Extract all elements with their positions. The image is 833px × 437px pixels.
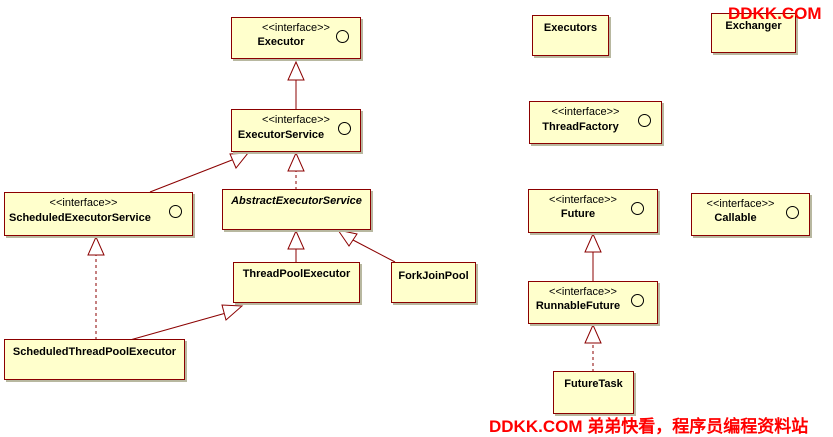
class-name: Executor xyxy=(257,36,305,48)
class-name: RunnableFuture xyxy=(535,300,621,312)
class-name: AbstractExecutorService xyxy=(231,195,362,207)
edge-executorservice-extends-executor xyxy=(287,60,305,110)
class-name: ThreadPoolExecutor xyxy=(242,268,351,280)
stereotype-label: <<interface>> xyxy=(262,114,330,126)
stereotype-label: <<interface>> xyxy=(549,286,617,298)
class-name: Exchanger xyxy=(725,20,782,32)
interface-circle-icon xyxy=(638,114,651,127)
class-name: Executors xyxy=(543,22,598,34)
edge-runnablefuture-extends-future xyxy=(584,232,602,282)
class-executor-service[interactable]: <<interface>> ExecutorService xyxy=(231,109,361,152)
class-exchanger[interactable]: Exchanger xyxy=(711,13,796,53)
edge-threadpoolexecutor-extends-abstractexecutorservice xyxy=(287,229,305,262)
edge-scheduledexecutorservice-extends-executorservice xyxy=(149,152,250,193)
class-future[interactable]: <<interface>> Future xyxy=(528,189,658,233)
stereotype-label: <<interface>> xyxy=(262,22,330,34)
interface-circle-icon xyxy=(631,202,644,215)
edge-scheduledthreadpoolexecutor-extends-threadpoolexecutor xyxy=(129,304,244,341)
class-name: ForkJoinPool xyxy=(398,270,469,282)
class-callable[interactable]: <<interface>> Callable xyxy=(691,193,810,236)
edge-abstractexecutorservice-implements-executorservice xyxy=(287,151,305,190)
class-fork-join-pool[interactable]: ForkJoinPool xyxy=(391,262,476,303)
edge-scheduledthreadpoolexecutor-implements-scheduledexecutorservice xyxy=(87,235,105,340)
class-name: Future xyxy=(560,208,596,220)
class-abstract-executor-service[interactable]: AbstractExecutorService xyxy=(222,189,371,230)
interface-circle-icon xyxy=(169,205,182,218)
stereotype-label: <<interface>> xyxy=(549,194,617,206)
edge-forkjoinpool-extends-abstractexecutorservice xyxy=(336,229,396,263)
class-name: Callable xyxy=(714,212,757,224)
stereotype-label: <<interface>> xyxy=(49,197,118,209)
interface-circle-icon xyxy=(336,30,349,43)
class-name: FutureTask xyxy=(564,378,623,390)
stereotype-label: <<interface>> xyxy=(706,198,775,210)
edge-futuretask-implements-runnablefuture xyxy=(584,323,602,372)
class-name: ThreadFactory xyxy=(542,121,619,133)
class-scheduled-thread-pool-executor[interactable]: ScheduledThreadPoolExecutor xyxy=(4,339,185,380)
interface-circle-icon xyxy=(631,294,644,307)
watermark-bottom: DDKK.COM 弟弟快看，程序员编程资料站 xyxy=(489,417,809,436)
interface-circle-icon xyxy=(338,122,351,135)
class-runnable-future[interactable]: <<interface>> RunnableFuture xyxy=(528,281,658,324)
class-name: ScheduledExecutorService xyxy=(9,212,151,224)
class-executor[interactable]: <<interface>> Executor xyxy=(231,17,361,59)
watermark-top: DDKK.COM xyxy=(728,4,822,23)
class-executors[interactable]: Executors xyxy=(532,15,609,56)
class-thread-pool-executor[interactable]: ThreadPoolExecutor xyxy=(233,262,360,303)
interface-circle-icon xyxy=(786,206,799,219)
class-scheduled-executor-service[interactable]: <<interface>> ScheduledExecutorService xyxy=(4,192,193,236)
class-thread-factory[interactable]: <<interface>> ThreadFactory xyxy=(529,101,662,144)
class-name: ScheduledThreadPoolExecutor xyxy=(12,346,177,358)
class-future-task[interactable]: FutureTask xyxy=(553,371,634,414)
stereotype-label: <<interface>> xyxy=(551,106,620,118)
class-name: ExecutorService xyxy=(237,129,325,141)
